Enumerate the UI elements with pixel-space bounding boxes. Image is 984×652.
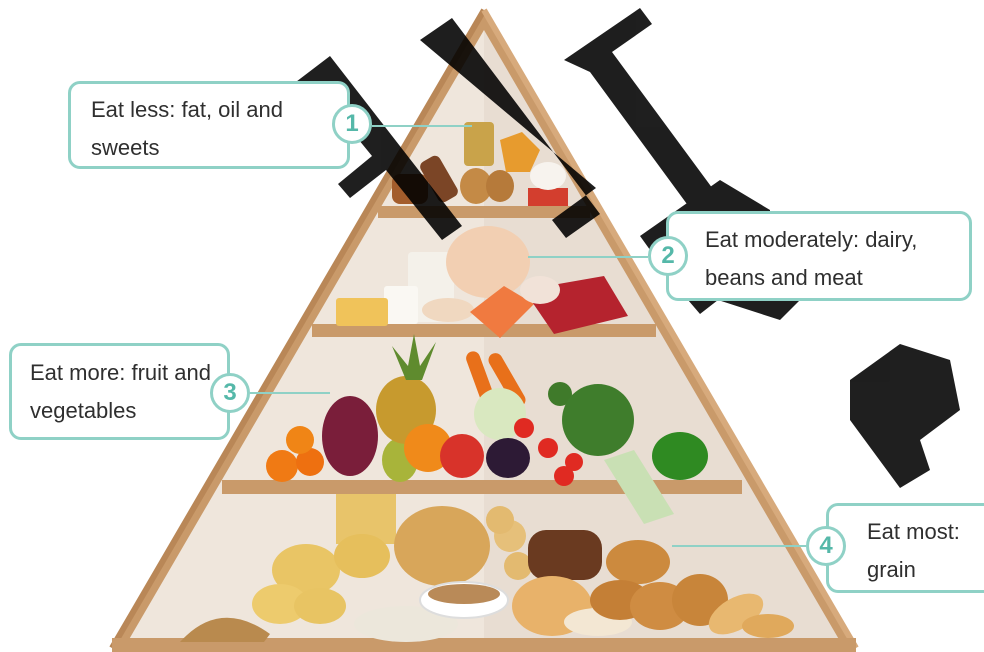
number-badge-1: 1 [332,104,372,144]
callout-text: Eat less: fat, oil and sweets [91,97,283,160]
callout-fat-oil-sweets: Eat less: fat, oil and sweets [68,81,350,169]
number-badge-4: 4 [806,526,846,566]
callout-connector-4 [672,545,806,547]
callout-text: Eat most: grain [867,519,960,582]
callout-fruit-vegetables: Eat more: fruit and vegetables [9,343,230,440]
shelf-3 [222,480,742,494]
shelf-base [112,638,856,652]
callout-dairy-beans-meat: Eat moderately: dairy, beans and meat [666,211,972,301]
callout-text: Eat moderately: dairy, beans and meat [705,227,918,290]
number-badge-2: 2 [648,236,688,276]
callout-connector-3 [250,392,330,394]
callout-grain: Eat most: grain [826,503,984,593]
fruit-vegetable-items [266,334,708,524]
dairy-meat-items [336,226,628,338]
callout-connector-2 [528,256,648,258]
callout-text: Eat more: fruit and vegetables [30,360,211,423]
grain-items [180,494,794,642]
callout-connector-1 [372,125,472,127]
number-badge-3: 3 [210,373,250,413]
